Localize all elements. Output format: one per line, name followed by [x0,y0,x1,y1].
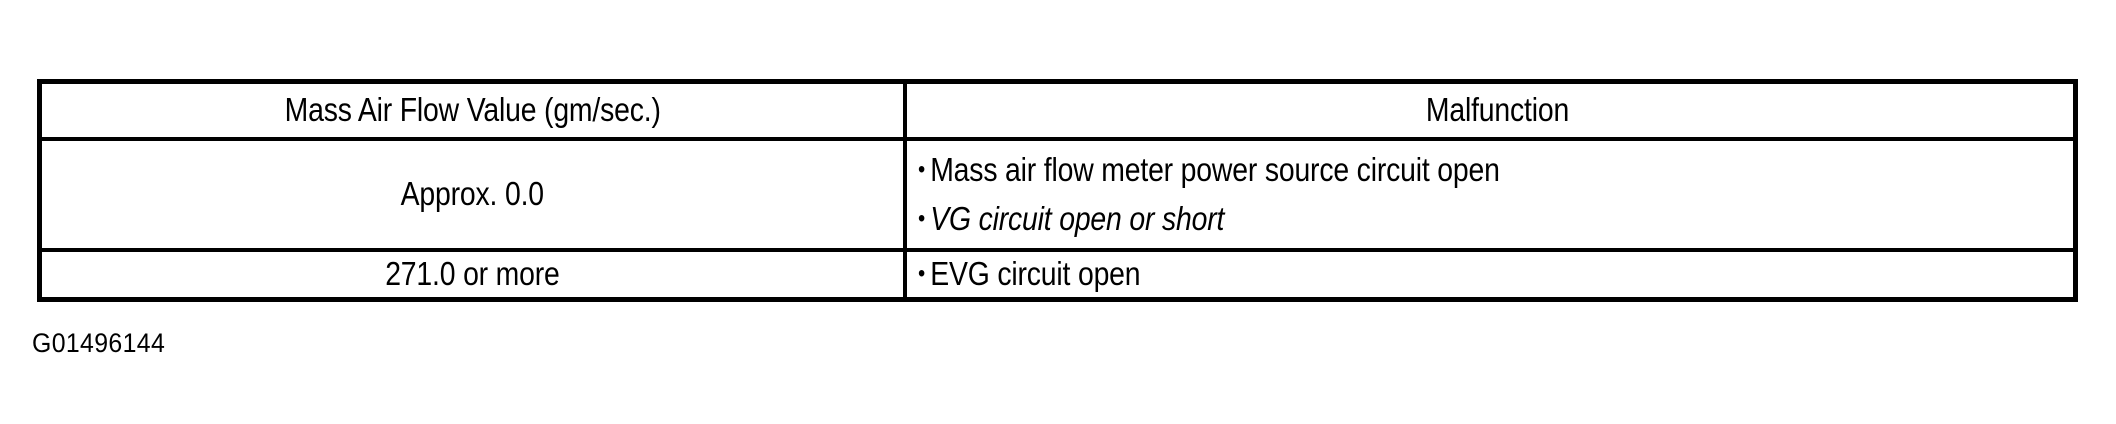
header-label-mass-air-flow-value: Mass Air Flow Value (gm/sec.) [284,91,661,129]
header-cell-malfunction: Malfunction [903,84,2073,137]
diagnostic-table: Mass Air Flow Value (gm/sec.) Malfunctio… [37,79,2078,302]
malfunction-cell-271-or-more: • EVG circuit open [903,252,2073,297]
list-item: • Mass air flow meter power source circu… [918,150,1500,188]
table-header-row: Mass Air Flow Value (gm/sec.) Malfunctio… [42,84,2073,137]
value-label-approx: Approx. 0.0 [400,175,545,213]
table-row: Approx. 0.0 • Mass air flow meter power … [42,137,2073,248]
list-item: • VG circuit open or short [918,199,1500,237]
value-label-271-or-more: 271.0 or more [385,255,560,293]
bullet-icon: • [918,260,926,288]
header-cell-mass-air-flow-value: Mass Air Flow Value (gm/sec.) [42,84,903,137]
malfunction-text-evg-circuit-open: EVG circuit open [930,255,1141,293]
malfunction-text-vg-circuit-open-or-short: VG circuit open or short [930,199,1225,237]
malfunction-bullet-list: • EVG circuit open [918,255,1177,293]
bullet-icon: • [918,204,926,232]
table-row: 271.0 or more • EVG circuit open [42,248,2073,297]
malfunction-cell-approx: • Mass air flow meter power source circu… [903,141,2073,248]
malfunction-bullet-list: • Mass air flow meter power source circu… [918,150,1594,237]
value-cell-approx: Approx. 0.0 [42,141,903,248]
malfunction-text-power-source-circuit-open: Mass air flow meter power source circuit… [930,150,1500,188]
figure-caption: G01496144 [32,328,166,358]
bullet-icon: • [918,155,926,183]
header-label-malfunction: Malfunction [1425,91,1570,129]
list-item: • EVG circuit open [918,255,1141,293]
value-cell-271-or-more: 271.0 or more [42,252,903,297]
